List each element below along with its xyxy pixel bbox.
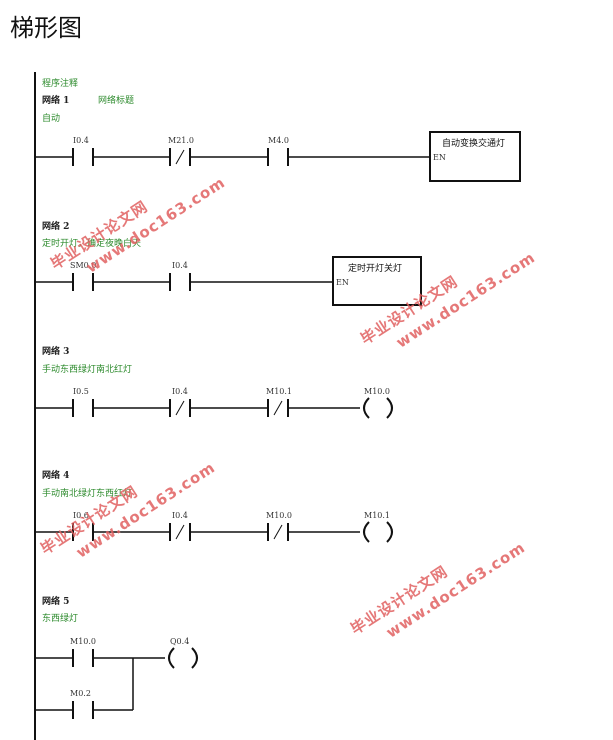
contact-label: M10.0	[266, 511, 292, 520]
output-coil: M10.0	[363, 387, 393, 419]
watermark: 毕业设计论文网 www.doc163.com	[347, 538, 528, 641]
contact-nc: I0.4	[169, 387, 191, 417]
output-coil: M10.1	[363, 511, 393, 543]
page-title: 梯形图	[10, 14, 82, 42]
network-label: 网络 1	[42, 94, 69, 106]
network-label: 网络 3	[42, 345, 69, 357]
contact-no: I0.5	[72, 387, 94, 417]
contact-nc: I0.4	[169, 511, 191, 541]
network-label: 网络 4	[42, 469, 69, 481]
network-3: 网络 3 手动东西绿灯南北红灯 I0.5 I0.4 M10.1 M10.0	[35, 345, 393, 419]
program-comment: 程序注释	[42, 77, 78, 89]
contact-label: I0.6	[73, 511, 89, 520]
network-1: 网络 1 网络标题 自动 I0.4 M21.0 M4.0 自动变换交通灯 EN	[35, 94, 521, 182]
function-box: 定时开灯关灯 EN	[332, 256, 422, 306]
function-box: 自动变换交通灯 EN	[429, 131, 521, 182]
contact-nc: M10.0	[266, 511, 292, 541]
contact-label: M10.1	[266, 387, 292, 396]
network-2: 网络 2 定时开灯，确定夜晚白天 SM0.0 I0.4 定时开灯关灯 EN	[35, 220, 422, 306]
network-comment: 东西绿灯	[42, 612, 78, 624]
contact-no: I0.4	[169, 261, 191, 291]
network-comment: 手动南北绿灯东西红灯	[42, 487, 132, 499]
contact-label: I0.4	[172, 511, 188, 520]
contact-nc: M21.0	[168, 136, 194, 166]
coil-label: M10.1	[364, 511, 390, 520]
contact-no: I0.4	[72, 136, 94, 166]
network-comment: 自动	[42, 112, 60, 124]
function-box-label: 定时开灯关灯	[348, 262, 402, 274]
contact-label: I0.4	[172, 387, 188, 396]
coil-label: M10.0	[364, 387, 390, 396]
contact-label: I0.4	[73, 136, 89, 145]
contact-no: M4.0	[267, 136, 289, 166]
network-5: 网络 5 东西绿灯 M10.0 Q0.4 M0.2	[35, 595, 198, 719]
contact-nc: M10.1	[266, 387, 292, 417]
contact-label: M10.0	[70, 637, 96, 646]
enable-label: EN	[433, 153, 446, 162]
watermark: 毕业设计论文网 www.doc163.com	[47, 173, 228, 276]
function-box-label: 自动变换交通灯	[442, 137, 505, 149]
network-comment: 定时开灯，确定夜晚白天	[42, 237, 141, 249]
contact-label: I0.5	[73, 387, 89, 396]
network-4: 网络 4 手动南北绿灯东西红灯 I0.6 I0.4 M10.0 M10.1	[35, 469, 393, 543]
contact-no: M0.2	[70, 689, 94, 719]
enable-label: EN	[336, 278, 349, 287]
coil-label: Q0.4	[170, 637, 189, 646]
contact-no: M10.0	[70, 637, 96, 667]
network-title: 网络标题	[98, 94, 134, 106]
contact-label: SM0.0	[70, 261, 96, 270]
watermark: 毕业设计论文网 www.doc163.com	[37, 458, 218, 561]
output-coil: Q0.4	[168, 637, 198, 669]
network-label: 网络 5	[42, 595, 69, 607]
contact-label: M21.0	[168, 136, 194, 145]
network-label: 网络 2	[42, 220, 69, 232]
contact-label: I0.4	[172, 261, 188, 270]
contact-label: M0.2	[70, 689, 91, 698]
contact-label: M4.0	[268, 136, 289, 145]
network-comment: 手动东西绿灯南北红灯	[42, 363, 132, 375]
